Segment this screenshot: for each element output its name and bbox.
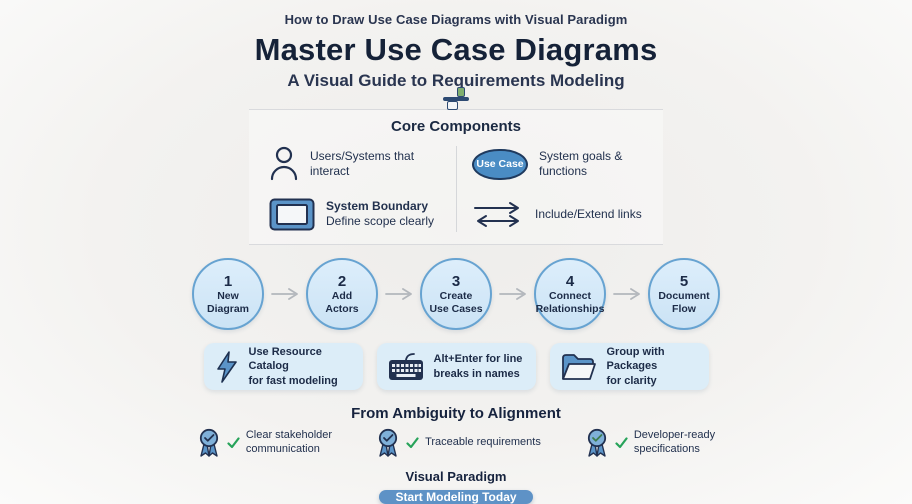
step-circle-4: 4 Connect Relationships <box>534 258 606 330</box>
step-circle-5: 5 Document Flow <box>648 258 720 330</box>
system-boundary-icon <box>269 198 315 231</box>
core-item-label: Include/Extend links <box>535 206 642 221</box>
award-ribbon-icon <box>376 428 400 457</box>
step-number: 2 <box>337 272 347 290</box>
core-components-heading: Core Components <box>390 118 521 135</box>
core-item-include-extend: Include/Extend links <box>456 194 663 234</box>
benefits-heading: From Ambiguity to Alignment <box>351 405 561 422</box>
step-label: Relationships <box>535 302 605 315</box>
benefit-line2: communication <box>245 442 320 455</box>
step-label: Flow <box>672 302 696 315</box>
core-item-title: System Boundary <box>326 199 429 213</box>
benefit-traceable: Traceable requirements <box>376 428 541 457</box>
core-components-panel: Core Components Users/Systems that inter… <box>249 109 663 245</box>
step-label: Use Cases <box>429 302 483 315</box>
step-label: New <box>217 289 239 302</box>
page-title: Master Use Case Diagrams <box>254 32 658 67</box>
step-circle-3: 3 Create Use Cases <box>420 258 492 330</box>
tip-line1: Group with Packages <box>606 346 665 373</box>
lightning-icon <box>214 350 240 384</box>
keyboard-icon <box>387 351 425 383</box>
tip-line1: Use Resource Catalog <box>248 346 322 373</box>
step-number: 3 <box>451 272 461 290</box>
brand-name: Visual Paradigm <box>405 469 507 484</box>
core-components-grid: Users/Systems that interact Use Case Sys… <box>249 144 663 234</box>
benefit-line1: Clear stakeholder <box>245 428 333 441</box>
folder-icon <box>560 351 598 383</box>
right-arrow-icon <box>385 288 413 300</box>
include-extend-arrows-icon <box>472 201 524 228</box>
step-label: Diagram <box>206 302 249 315</box>
vertical-divider <box>456 146 457 232</box>
step-circle-1: 1 New Diagram <box>192 258 264 330</box>
step-label: Create <box>439 289 473 302</box>
core-item-label: System goals & functions <box>539 149 623 178</box>
step-number: 1 <box>223 272 233 290</box>
checkmark-icon <box>406 436 419 449</box>
workflow-steps: 1 New Diagram 2 Add Actors 3 Create Use … <box>192 258 720 330</box>
benefit-text: Traceable requirements <box>425 435 541 448</box>
kicker-text: How to Draw Use Case Diagrams with Visua… <box>284 12 628 27</box>
checkmark-icon <box>615 436 628 449</box>
right-arrow-icon <box>271 288 299 300</box>
core-item-actors: Users/Systems that interact <box>249 144 456 184</box>
logo-white-pane <box>447 101 458 110</box>
benefit-line2: specifications <box>633 442 700 455</box>
checkmark-icon <box>227 436 240 449</box>
core-item-subtitle: Define scope clearly <box>326 214 435 228</box>
start-modeling-button[interactable]: Start Modeling Today <box>379 490 533 504</box>
use-case-oval: Use Case <box>472 148 528 180</box>
step-label: Actors <box>325 302 359 315</box>
page-subtitle: A Visual Guide to Requirements Modeling <box>287 71 625 90</box>
right-arrow-icon <box>499 288 527 300</box>
step-circle-2: 2 Add Actors <box>306 258 378 330</box>
benefit-line1: Developer-ready <box>633 428 716 441</box>
step-label: Connect <box>549 289 591 302</box>
step-label: Document <box>658 289 710 302</box>
tip-line2: for clarity <box>606 374 657 387</box>
tip-line2: breaks in names <box>433 367 520 380</box>
step-number: 5 <box>679 272 689 290</box>
step-number: 4 <box>565 272 575 290</box>
tip-line1: Alt+Enter for line <box>433 353 523 366</box>
award-ribbon-icon <box>585 428 609 457</box>
award-ribbon-icon <box>197 428 221 457</box>
tip-line2: for fast modeling <box>248 374 338 387</box>
actor-icon <box>269 146 299 182</box>
right-arrow-icon <box>613 288 641 300</box>
core-item-use-case: Use Case System goals & functions <box>456 144 663 184</box>
step-label: Add <box>331 289 353 302</box>
core-item-label: Users/Systems that interact <box>310 149 415 178</box>
visual-paradigm-logo-icon <box>443 87 469 110</box>
logo-green-pane <box>457 87 465 97</box>
